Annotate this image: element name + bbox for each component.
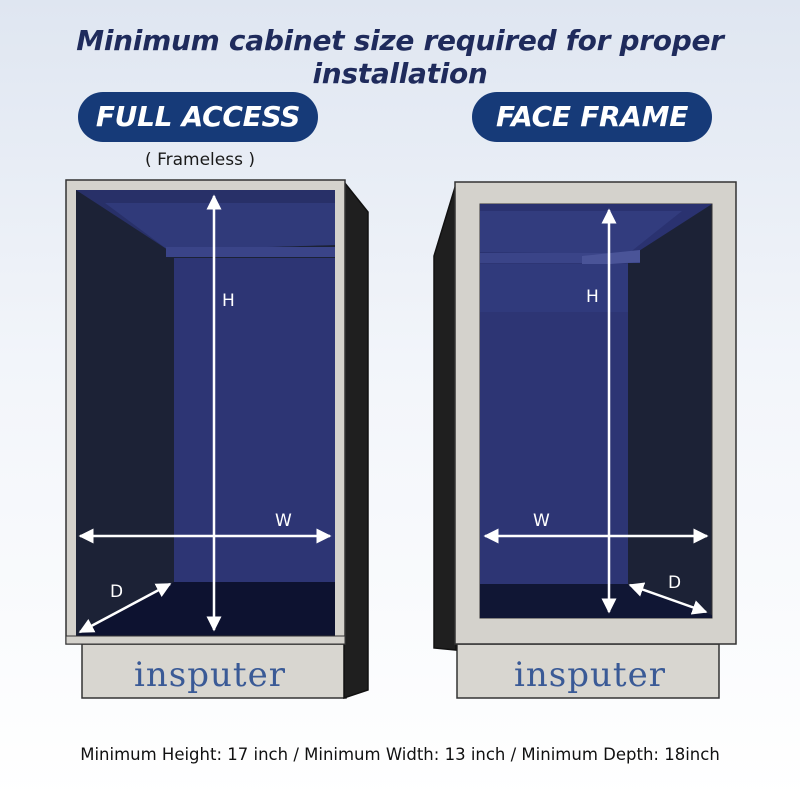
full-access-label: FULL ACCESS	[78, 92, 318, 142]
right-depth-arrow	[628, 582, 708, 615]
left-back-wall	[174, 258, 335, 582]
right-base	[456, 643, 720, 699]
right-dim-d: D	[668, 573, 681, 593]
right-brand-logo: insputer	[514, 655, 666, 695]
face-frame-cabinet: H W D insputer	[433, 181, 737, 699]
left-dim-h: H	[222, 291, 235, 311]
right-ceiling-front	[480, 211, 682, 254]
left-depth-arrow	[78, 582, 172, 634]
right-side-wall	[433, 183, 457, 651]
left-shelf-lip	[166, 247, 335, 257]
full-access-cabinet: H W D insputer	[65, 179, 369, 700]
left-dim-d: D	[110, 582, 123, 602]
left-dim-w: W	[275, 511, 292, 531]
right-shelf-bar	[480, 253, 640, 263]
right-dim-h: H	[586, 287, 599, 307]
minimum-dimensions-note: Minimum Height: 17 inch / Minimum Width:…	[80, 745, 720, 764]
left-bottom-strip	[65, 635, 346, 645]
left-brand-logo: insputer	[134, 655, 286, 695]
page-title: Minimum cabinet size required for proper…	[76, 24, 724, 90]
left-side-wall	[343, 179, 369, 700]
right-back-step	[480, 264, 628, 312]
frameless-sublabel: ( Frameless )	[145, 150, 255, 170]
face-frame-label: FACE FRAME	[472, 92, 712, 142]
right-dim-w: W	[533, 511, 550, 531]
